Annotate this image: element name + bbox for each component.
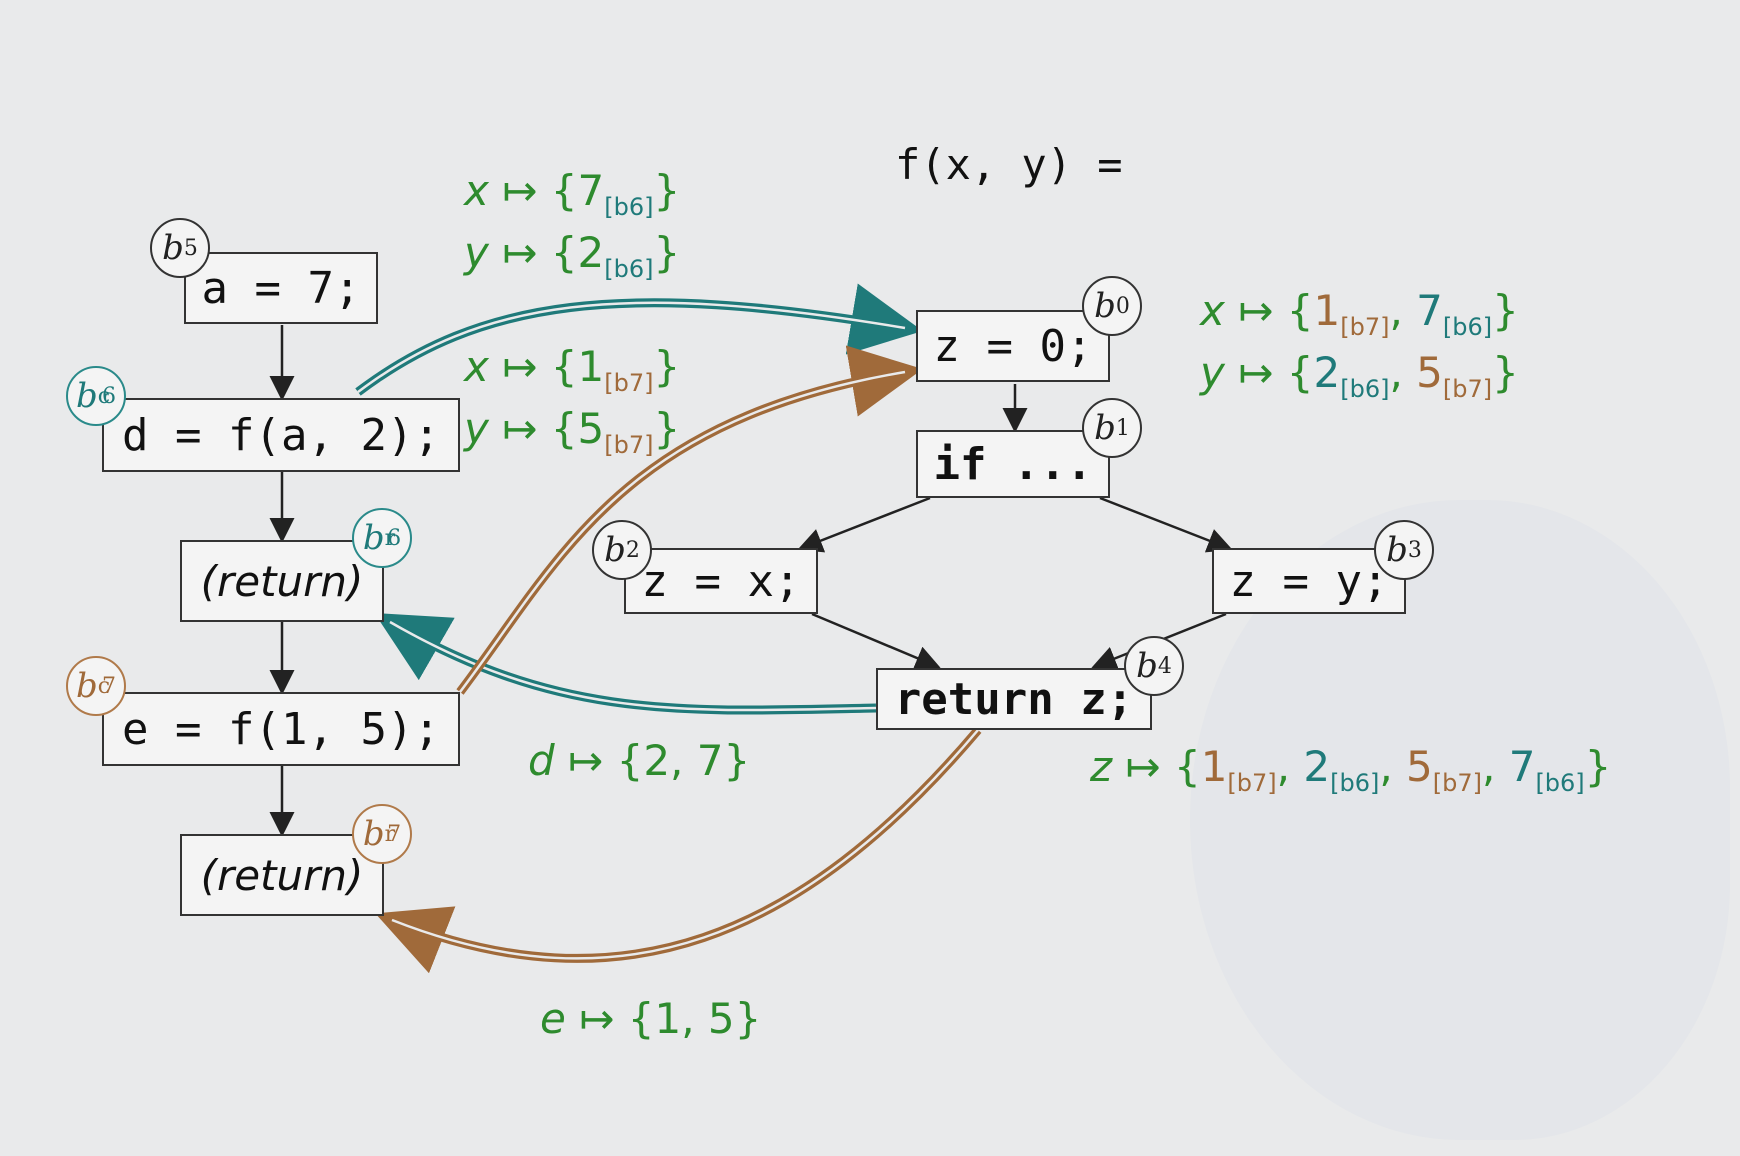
block-b6r: (return) <box>180 540 384 622</box>
annot-call1-x: x ↦ {7[b6]} <box>464 166 681 221</box>
block-b5: a = 7; <box>184 252 378 324</box>
annot-entry-y: y ↦ {2[b6], 5[b7]} <box>1200 348 1519 403</box>
call-edge-b7c-b0 <box>456 345 923 695</box>
return-edge-b4-b7r <box>375 727 982 974</box>
edge-b2-b4 <box>811 612 941 670</box>
block-b0: z = 0; <box>916 310 1110 382</box>
return-edge-b4-b6r <box>374 613 877 715</box>
function-signature: f(x, y) = <box>895 140 1123 189</box>
block-b7c: e = f(1, 5); <box>102 692 460 766</box>
annot-call1-y: y ↦ {2[b6]} <box>464 228 681 283</box>
call-edge-b6c-b0 <box>355 283 923 396</box>
annot-return-d: d ↦ {2, 7} <box>528 736 751 785</box>
annot-call2-y: y ↦ {5[b7]} <box>464 404 681 459</box>
annot-call2-x: x ↦ {1[b7]} <box>464 342 681 397</box>
block-b6c: d = f(a, 2); <box>102 398 460 472</box>
edge-b1-b2 <box>797 496 931 553</box>
block-b4: return z; <box>876 668 1152 730</box>
block-b2: z = x; <box>624 548 818 614</box>
edge-b1-b3 <box>1099 496 1233 553</box>
annot-entry-x: x ↦ {1[b7], 7[b6]} <box>1200 286 1519 341</box>
block-b3: z = y; <box>1212 548 1406 614</box>
block-b1: if ... <box>916 430 1110 498</box>
block-b7r: (return) <box>180 834 384 916</box>
annot-return-z: z ↦ {1[b7], 2[b6], 5[b7], 7[b6]} <box>1090 742 1612 797</box>
annot-return-e: e ↦ {1, 5} <box>540 994 762 1043</box>
